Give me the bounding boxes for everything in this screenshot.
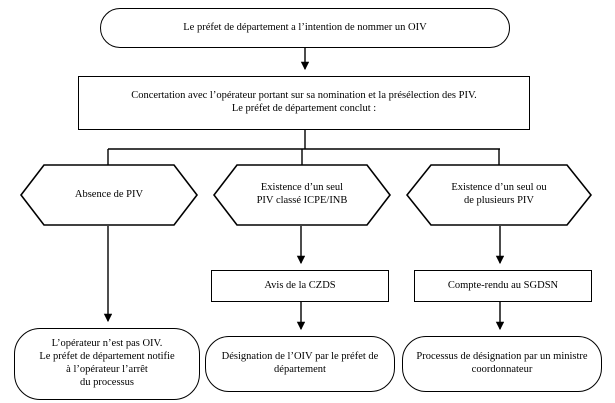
node-un-seul-piv-icpe: Existence d’un seul PIV classé ICPE/INB — [213, 164, 391, 226]
node-compte-rendu-sgdsn-label: Compte-rendu au SGDSN — [447, 279, 559, 291]
node-avis-czds-label: Avis de la CZDS — [264, 279, 336, 291]
node-start-label: Le préfet de département a l’intention d… — [183, 21, 427, 33]
node-designation-oiv-label: Désignation de l’OIV par le préfet de dé… — [221, 351, 379, 375]
node-start: Le préfet de département a l’intention d… — [100, 8, 510, 48]
node-un-seul-piv-icpe-label: Existence d’un seul PIV classé ICPE/INB — [256, 182, 348, 206]
node-operateur-pas-oiv-label: L’opérateur n’est pas OIV. Le préfet de … — [39, 338, 175, 388]
hexagon-shape — [20, 164, 198, 226]
node-concertation-label: Concertation avec l’opérateur portant su… — [131, 90, 477, 114]
node-un-ou-plusieurs-piv-label: Existence d’un seul ou de plusieurs PIV — [451, 182, 547, 206]
node-operateur-pas-oiv: L’opérateur n’est pas OIV. Le préfet de … — [14, 328, 200, 400]
node-absence-piv-label: Absence de PIV — [74, 188, 144, 200]
node-processus-ministre-label: Processus de désignation par un ministre… — [416, 351, 588, 375]
node-absence-piv: Absence de PIV — [20, 164, 198, 226]
node-concertation: Concertation avec l’opérateur portant su… — [78, 76, 530, 130]
node-processus-ministre: Processus de désignation par un ministre… — [402, 336, 602, 392]
node-un-ou-plusieurs-piv: Existence d’un seul ou de plusieurs PIV — [406, 164, 592, 226]
node-designation-oiv: Désignation de l’OIV par le préfet de dé… — [205, 336, 395, 392]
hexagon-shape — [213, 164, 391, 226]
hexagon-shape — [406, 164, 592, 226]
node-avis-czds: Avis de la CZDS — [211, 270, 389, 302]
node-compte-rendu-sgdsn: Compte-rendu au SGDSN — [414, 270, 592, 302]
